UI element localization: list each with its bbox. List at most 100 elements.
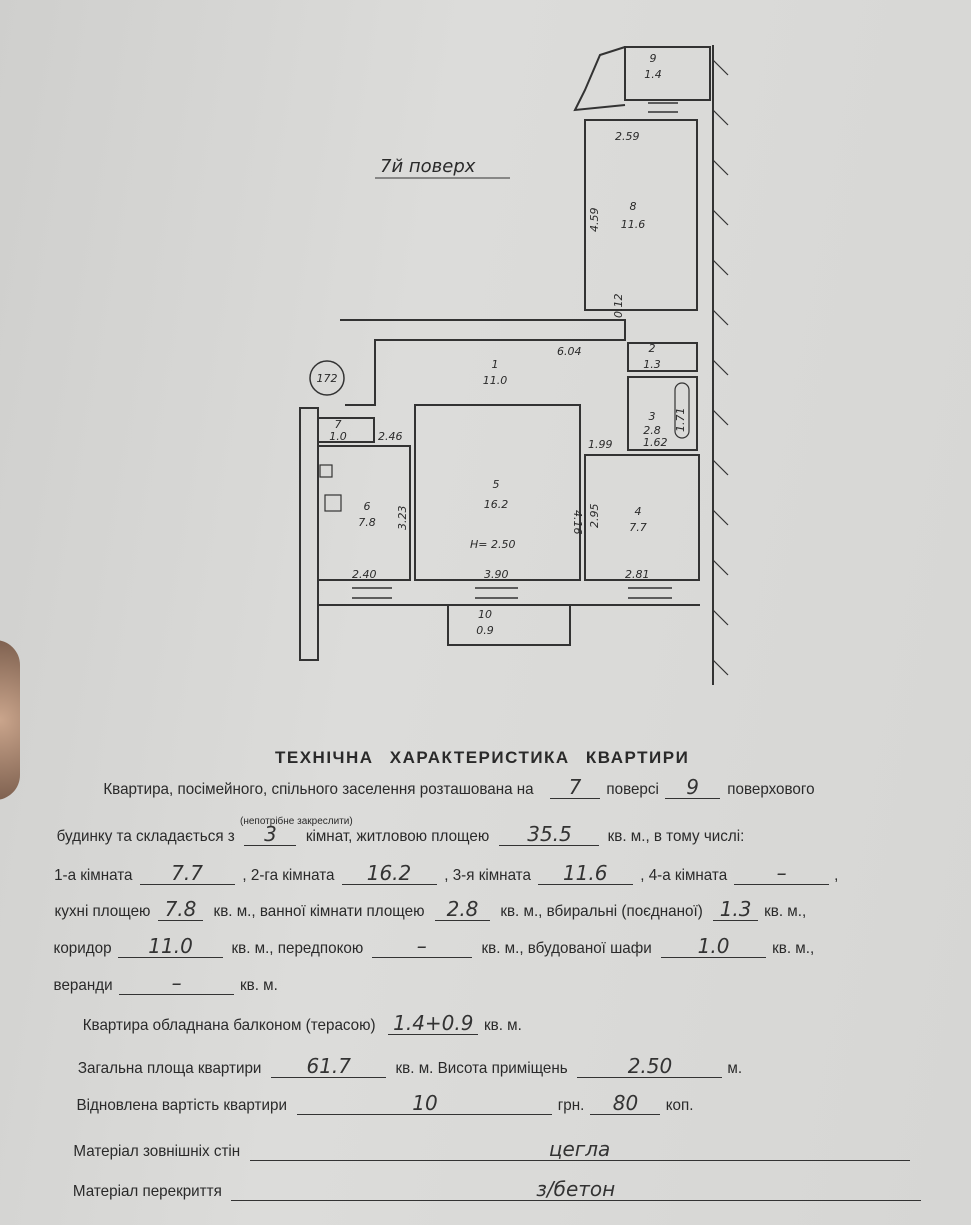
room-6-area: 7.8 <box>358 516 376 529</box>
room-4-number: 4 <box>635 505 642 518</box>
label: кв. м., ванної кімнати площею <box>213 903 425 920</box>
dimension: 2.81 <box>625 568 650 581</box>
label: кв. м., <box>772 940 815 957</box>
label: , 4-а кімната <box>640 867 727 884</box>
label: м. <box>727 1060 743 1077</box>
form-row: Загальна площа квартири 61.7 кв. м. Висо… <box>68 1055 748 1078</box>
ceiling-height: H= 2.50 <box>470 538 515 551</box>
label: кв. м., <box>764 903 807 920</box>
label: , 2-га кімната <box>241 867 335 884</box>
floors-field[interactable]: 9 <box>665 776 721 799</box>
ceiling-material-field[interactable]: з/бетон <box>230 1178 921 1201</box>
label: 1-а кімната <box>54 867 133 884</box>
room-8-area: 11.6 <box>621 218 646 231</box>
label: кімнат, житловою площею <box>306 828 490 845</box>
room-10-number: 10 <box>478 608 492 621</box>
room-5-number: 5 <box>493 478 500 491</box>
label: Квартира, посімейного, спільного заселен… <box>103 781 534 798</box>
form-row: веранди – кв. м. <box>47 972 284 995</box>
label: веранди <box>53 977 113 994</box>
rooms-count-field[interactable]: 3 <box>244 823 297 846</box>
room-8-number: 8 <box>630 200 637 213</box>
room-10 <box>447 604 571 646</box>
building-number-badge <box>309 360 345 396</box>
living-area-field[interactable]: 35.5 <box>499 823 600 846</box>
label: , 3-я кімната <box>443 867 531 884</box>
dimension: 2.95 <box>588 504 601 529</box>
form-row: Матеріал зовнішніх стін цегла <box>64 1138 910 1161</box>
dimension: 1.62 <box>643 436 668 449</box>
floor-field[interactable]: 7 <box>549 776 600 799</box>
room-1-number: 1 <box>492 358 499 371</box>
label: кв. м., вбудованої шафи <box>481 940 652 957</box>
label: Матеріал зовнішніх стін <box>73 1143 241 1160</box>
room-3-area: 2.8 <box>643 424 661 437</box>
label: грн. <box>558 1097 585 1114</box>
room-7 <box>317 417 375 443</box>
form-row: кухні площею 7.8 кв. м., ванної кімнати … <box>47 898 812 921</box>
dimension: 4.16 <box>571 510 584 535</box>
dimension: 1.99 <box>588 438 613 451</box>
kitchen-field[interactable]: 7.8 <box>157 898 203 921</box>
room-9-number: 9 <box>650 52 657 65</box>
dimension: 0.12 <box>612 294 625 319</box>
dimension: 2.40 <box>352 568 377 581</box>
label: кв. м., передпокою <box>231 940 364 957</box>
label: кв. м. <box>484 1017 523 1034</box>
dimension: 2.46 <box>378 430 403 443</box>
form-row: Квартира, посімейного, спільного заселен… <box>87 776 822 799</box>
total-area-field[interactable]: 61.7 <box>271 1055 387 1078</box>
label: кв. м., вбиральні (поєднаної) <box>500 903 703 920</box>
dimension: 1.71 <box>674 408 687 433</box>
label: кухні площею <box>54 903 151 920</box>
room-2-area: 1.3 <box>643 358 661 371</box>
room-5-area: 16.2 <box>484 498 509 511</box>
room-3 <box>627 376 698 451</box>
wall-material-field[interactable]: цегла <box>249 1138 910 1161</box>
room-6 <box>317 445 411 581</box>
dimension: 2.59 <box>615 130 640 143</box>
dimension: 4.59 <box>588 208 601 233</box>
label: Матеріал перекриття <box>72 1183 222 1200</box>
room3-field[interactable]: 11.6 <box>537 862 633 885</box>
room-6-number: 6 <box>364 500 371 513</box>
room4-field[interactable]: – <box>734 862 830 885</box>
hall-field[interactable]: – <box>371 935 472 958</box>
room-1-area: 11.0 <box>483 374 508 387</box>
form-row: Відновлена вартість квартири 10 грн. 80 … <box>66 1092 700 1115</box>
label: кв. м. <box>240 977 278 994</box>
form-title: ТЕХНІЧНА ХАРАКТЕРИСТИКА КВАРТИРИ <box>275 748 690 767</box>
form-row: будинку та складається з 3 кімнат, житло… <box>47 823 753 846</box>
wc-field[interactable]: 1.3 <box>713 898 759 921</box>
room1-field[interactable]: 7.7 <box>139 862 235 885</box>
closet-field[interactable]: 1.0 <box>661 935 767 958</box>
label: будинку та складається з <box>56 828 235 845</box>
label: Загальна площа квартири <box>77 1060 262 1077</box>
room-7-number: 7 <box>335 418 342 431</box>
room-3-number: 3 <box>649 410 656 423</box>
exterior-wall-hatching <box>712 59 729 676</box>
room-4-area: 7.7 <box>629 521 647 534</box>
bath-field[interactable]: 2.8 <box>435 898 490 921</box>
room-5 <box>414 404 581 581</box>
room-9-area: 1.4 <box>644 68 662 81</box>
label: поверсі <box>606 781 659 798</box>
room-2-number: 2 <box>649 342 656 355</box>
label: коридор <box>53 940 112 957</box>
veranda-field[interactable]: – <box>119 972 235 995</box>
room-8 <box>584 119 698 311</box>
room2-field[interactable]: 16.2 <box>341 862 437 885</box>
floor-label: 7й поверх <box>380 156 476 177</box>
room-9 <box>624 46 711 101</box>
corridor-field[interactable]: 11.0 <box>118 935 224 958</box>
cost-kop-field[interactable]: 80 <box>590 1092 661 1115</box>
ceiling-height-field[interactable]: 2.50 <box>577 1055 723 1078</box>
label: кв. м., в тому числі: <box>608 828 745 845</box>
form-row: коридор 11.0 кв. м., передпокою – кв. м.… <box>47 935 820 958</box>
balcony-field[interactable]: 1.4+0.9 <box>388 1012 479 1035</box>
label: кв. м. Висота приміщень <box>395 1060 568 1077</box>
cost-uah-field[interactable]: 10 <box>297 1092 553 1115</box>
dimension: 3.90 <box>484 568 509 581</box>
label: Квартира обладнана балконом (терасою) <box>82 1017 376 1034</box>
room-7-area: 1.0 <box>329 430 347 443</box>
